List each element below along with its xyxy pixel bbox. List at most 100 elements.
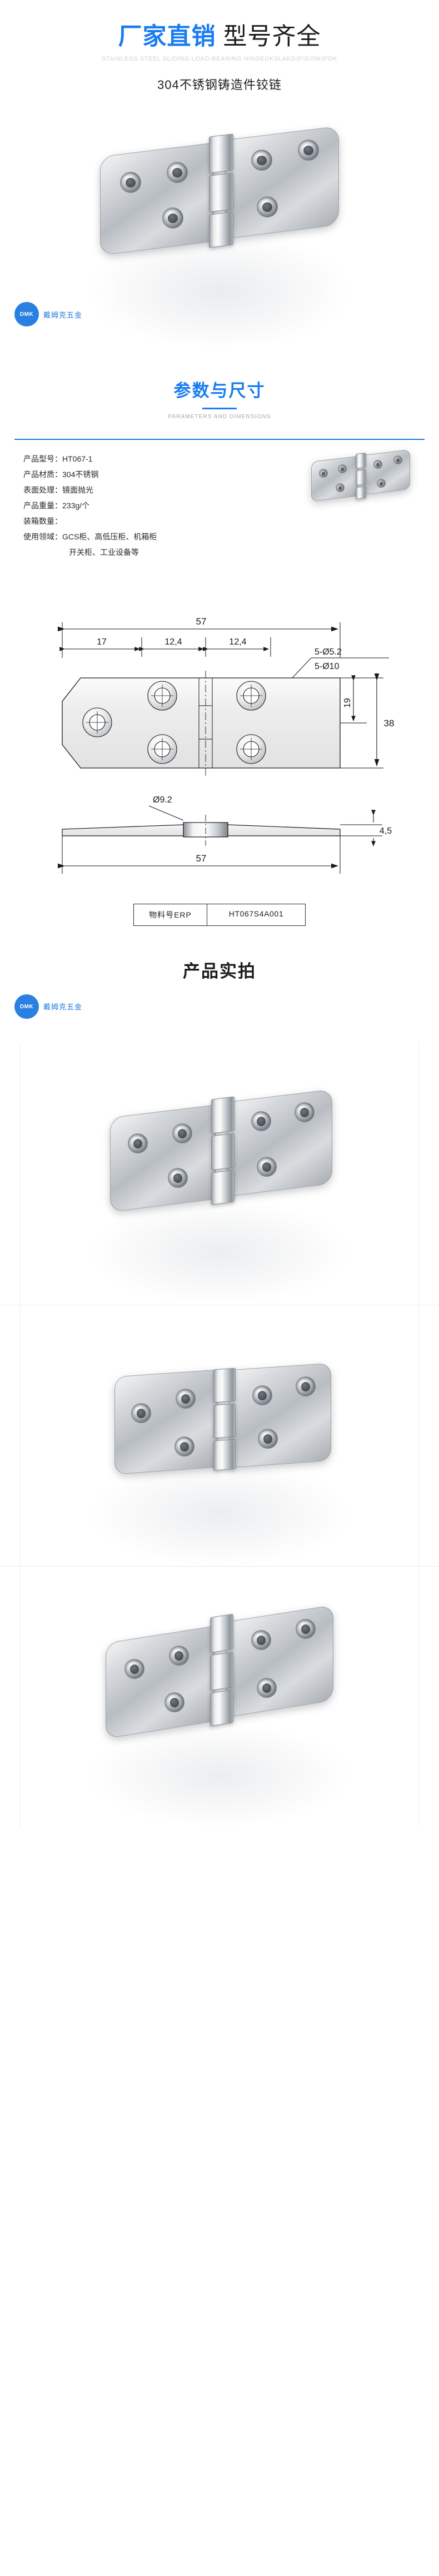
technical-drawing: 57 17 12,4 12,4 5-Ø5.2 5-Ø10 [0,584,439,896]
divider [20,1043,21,1305]
screw-hole [251,150,272,171]
photo-backdrop [0,1305,439,1567]
photo-backdrop [0,1043,439,1305]
hinge-knuckle-top [213,1368,236,1403]
page-title-primary: 厂家直销 [118,23,216,50]
page-bottom-spacer [0,1827,439,1847]
brand-logo-mark: DMK [14,994,39,1019]
product-name: 304不锈钢铸造件铰链 [157,78,282,92]
screw-hole [251,1630,271,1651]
divider [418,1043,419,1305]
hinge-knuckle-top [356,453,366,469]
screw-hole [258,1429,278,1449]
hinge-knuckle-top [209,133,233,174]
hinge-illustration [100,123,339,273]
parameters-section-heading: 参数与尺寸 PARAMETERS AND DIMENSIONS [0,345,439,420]
hinge-leaf-left [114,1369,218,1475]
brand-logo-text: 戴姆克五金 [43,1003,83,1012]
callout-hole-small: 5-Ø5.2 [315,647,342,657]
plan-hole [236,681,266,711]
callout-hole-large: 5-Ø10 [315,662,340,671]
spec-row: 产品重量：233g/个 [23,498,425,513]
hinge-knuckle-mid [209,172,233,213]
spec-key: 产品材质： [23,470,62,479]
spec-row: 产品型号：HT067-1 [23,451,425,467]
divider [418,1567,419,1828]
screw-hole [168,1168,188,1188]
specifications-list: 产品型号：HT067-1 产品材质：304不锈钢 表面处理：镜面抛光 产品重量：… [14,451,425,529]
divider [418,1305,419,1567]
spec-value: 304不锈钢 [62,470,99,479]
erp-label: 物料号ERP [134,904,207,926]
gallery-photo-1[interactable] [0,1043,439,1305]
brand-logo-mark: DMK [14,302,39,327]
callout-pin-diameter: Ø9.2 [153,795,172,805]
usage-line-1: 使用领域：GCS柜、高低压柜、机箱柜 [23,529,425,544]
screw-hole [120,172,141,194]
parameters-heading-en: PARAMETERS AND DIMENSIONS [168,414,271,420]
parameters-heading-zh: 参数与尺寸 [173,381,266,401]
hinge-leaf-right [227,1089,332,1197]
hinge-knuckle-bottom [210,1690,233,1727]
hinge-illustration-small [311,448,410,507]
plan-hole [82,707,112,737]
product-photo-gallery [0,1043,439,1828]
usage-fields: 使用领域：GCS柜、高低压柜、机箱柜 开关柜、工业设备等 [14,529,425,560]
hinge-knuckle-mid [211,1133,235,1171]
usage-line-2: 开关柜、工业设备等 [69,548,139,557]
hinge-knuckle-bottom [213,1439,236,1471]
hinge-knuckle-top [210,1614,233,1653]
screw-hole [169,1646,189,1666]
spec-key: 产品型号： [23,454,62,464]
screw-hole [257,196,278,218]
hinge-knuckle-bottom [211,1170,235,1206]
spec-row: 表面处理：镜面抛光 [23,482,425,498]
specifications-block: 产品型号：HT067-1 产品材质：304不锈钢 表面处理：镜面抛光 产品重量：… [14,439,425,570]
dim-total-width-bottom: 57 [196,853,207,864]
hinge-leaf-right [229,1363,331,1468]
dim-124-a: 12,4 [164,637,182,647]
gallery-heading-zh: 产品实拍 [183,962,256,982]
screw-hole [251,1111,271,1132]
product-detail-page: 厂家直销 型号齐全 STAINLESS STEEL SLIDING LOAD-B… [0,23,439,1847]
dim-38: 38 [384,718,395,729]
screw-hole [319,469,328,478]
hinge-leaf-right [226,1605,333,1718]
side-view-left-leaf [62,824,184,837]
spec-key: 装箱数量： [23,517,62,526]
gallery-photo-3[interactable] [0,1566,439,1828]
spec-key: 表面处理： [23,486,62,495]
hinge-illustration [110,1087,332,1231]
hinge-leaf-left [110,1104,216,1213]
screw-hole [124,1659,144,1680]
screw-hole [338,464,347,474]
screw-hole [174,1436,194,1457]
screw-hole [176,1389,196,1409]
screw-hole [295,1102,315,1123]
screw-hole [373,460,382,469]
screw-hole [296,1376,316,1397]
screw-hole [298,140,319,161]
dim-thickness: 4,5 [380,826,392,836]
page-title: 厂家直销 型号齐全 [0,23,439,51]
hinge-knuckle-mid [210,1652,233,1691]
screw-hole [257,1678,277,1698]
screw-hole [252,1385,272,1406]
gallery-photo-2[interactable] [0,1305,439,1567]
divider [20,1567,21,1828]
hero-product-photo: DMK 戴姆克五金 [0,101,439,346]
hinge-knuckle-bottom [209,211,233,249]
plan-hole [147,681,177,711]
screw-hole [131,1403,151,1424]
hinge-leaf-left [100,142,214,256]
erp-part-number-box: 物料号ERP HT067S4A001 [133,904,306,927]
screw-hole [336,483,345,493]
drawing-canvas: 57 17 12,4 12,4 5-Ø5.2 5-Ø10 [57,616,395,874]
spec-thumbnail-photo [309,443,415,513]
screw-hole [296,1619,316,1639]
spec-row: 装箱数量： [23,513,425,529]
usage-value-1: GCS柜、高低压柜、机箱柜 [62,532,157,542]
hinge-leaf-left [311,456,358,502]
spec-row: 产品材质：304不锈钢 [23,467,425,482]
hinge-knuckle-mid [356,469,366,486]
